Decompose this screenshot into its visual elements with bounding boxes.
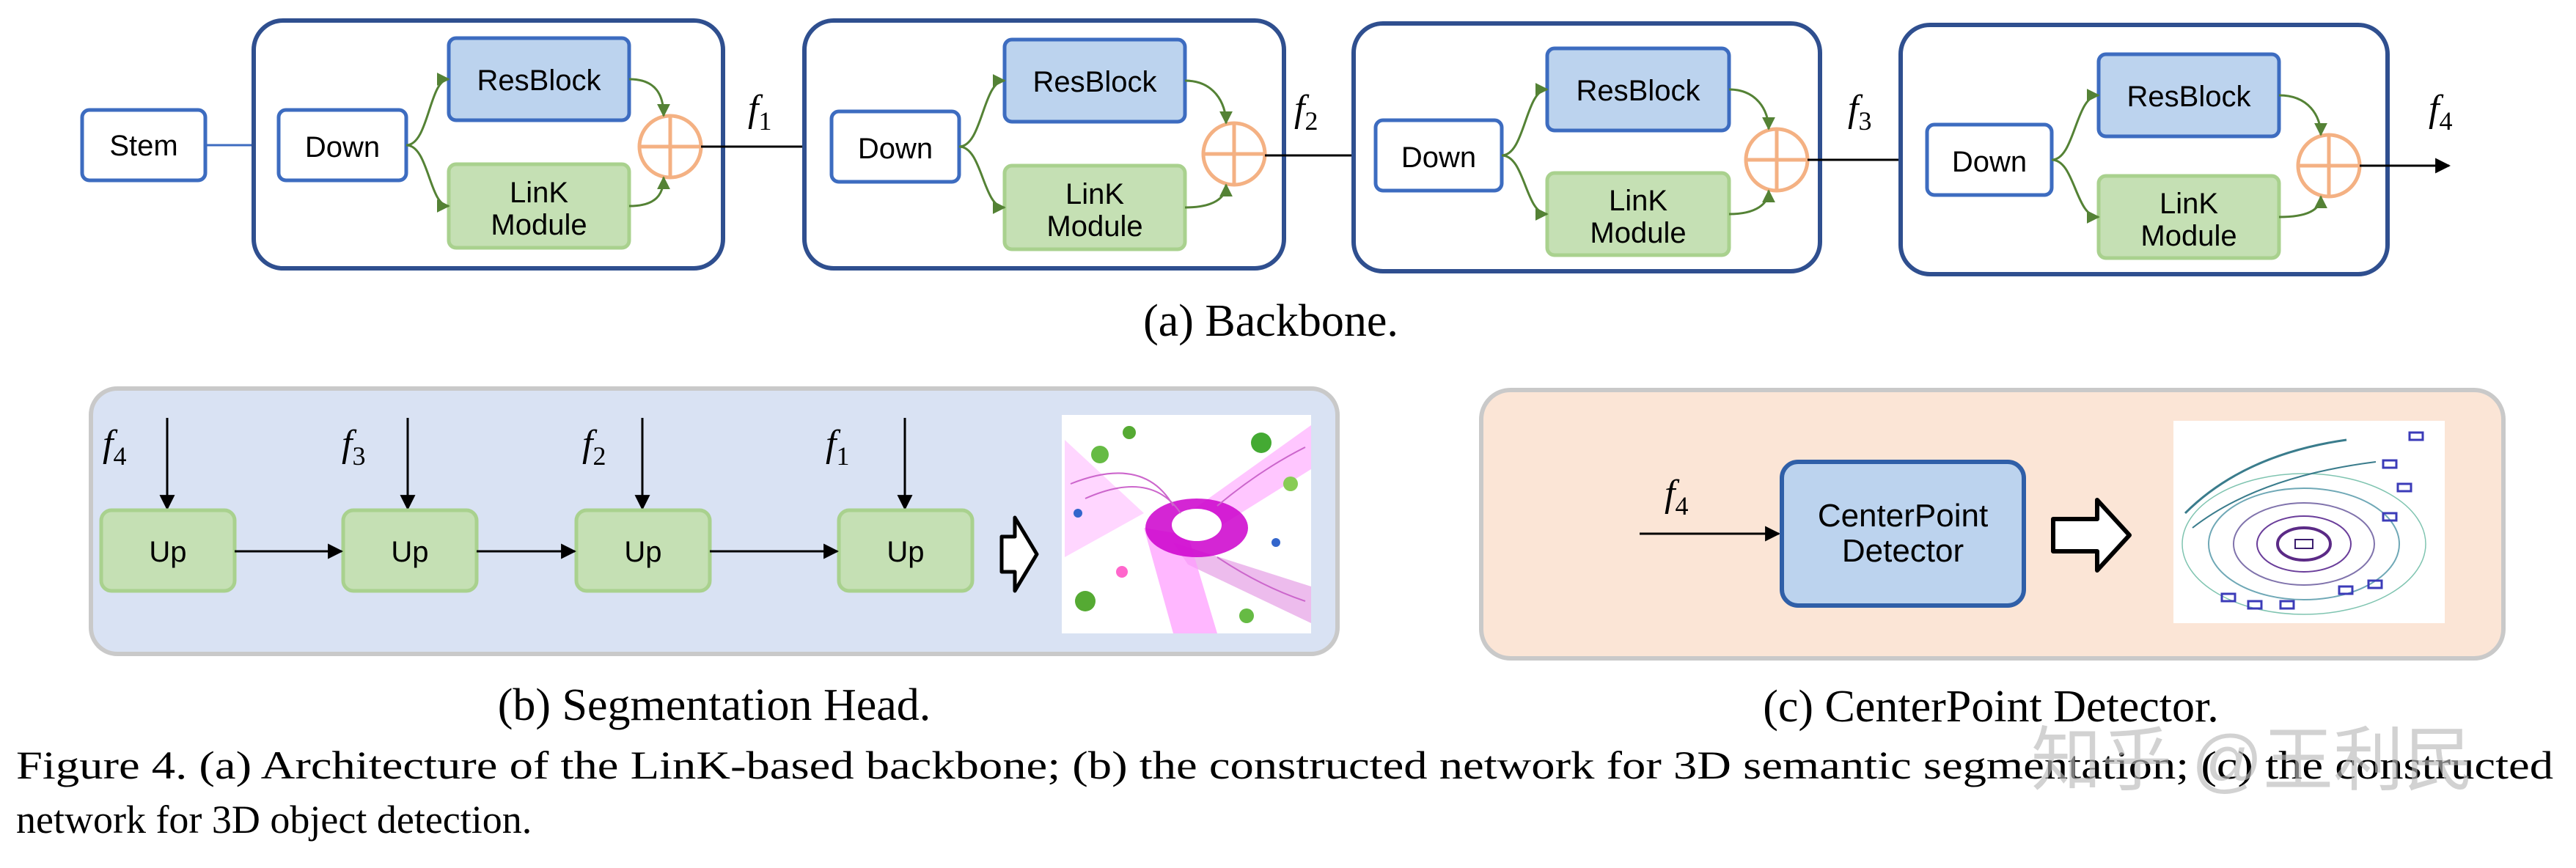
figure-caption-line1: Figure 4. (a) Architecture of the LinK-b… [16,743,2553,787]
up-label: Up [887,536,924,568]
stem-label: Stem [109,130,177,162]
watermark: 知乎 @王利民 [2031,721,2474,800]
backbone-stage-2: Down ResBlock LinK Module [802,18,1286,271]
feature-label-f3: f3 [1848,88,1871,136]
detector-caption: (c) CenterPoint Detector. [1763,682,2219,732]
link-label-line1: LinK [510,177,568,209]
centerpoint-detector-box [1780,460,2026,608]
segmentation-head: f4 f3 f2 f1 Up Up Up Up [89,386,1340,730]
feature-label-f2: f2 [1294,88,1318,136]
segmentation-result-image [1062,415,1311,633]
down-label: Down [1401,141,1476,174]
up-label: Up [391,536,428,568]
link-label-line1: LinK [2159,188,2218,220]
detector-label-line1: CenterPoint [1818,498,1988,534]
up-label: Up [624,536,661,568]
down-label: Down [1952,146,2027,178]
output-arrow-icon [2051,498,2132,573]
link-label-line2: Module [2140,220,2236,252]
down-label: Down [858,133,933,165]
link-label-line1: LinK [1609,185,1667,217]
figure-caption-line2: network for 3D object detection. [16,798,532,842]
detector-label-line2: Detector [1842,533,1964,569]
backbone-stage-4: Down ResBlock LinK Module [1898,23,2390,276]
resblock-label: ResBlock [477,65,602,97]
link-label-line2: Module [491,209,587,241]
down-label: Down [305,131,380,163]
up-label: Up [149,536,186,568]
output-arrow-icon [999,515,1039,593]
backbone-stage-1: Down ResBlock LinK Module [252,18,725,271]
detection-result-image [2173,421,2445,623]
feature-label-f4: f4 [2429,88,2452,136]
link-label-line2: Module [1590,217,1686,249]
segmentation-caption: (b) Segmentation Head. [498,680,931,730]
resblock-label: ResBlock [1577,75,1701,107]
resblock-label: ResBlock [2127,81,2252,113]
feature-label-f1: f1 [748,88,771,136]
link-label-line1: LinK [1065,178,1124,210]
resblock-label: ResBlock [1033,66,1158,98]
link-label-line2: Module [1046,210,1142,243]
backbone-stage-3: Down ResBlock LinK Module [1351,21,1822,273]
centerpoint-detector: f4 CenterPoint Detector (c) [1479,388,2506,732]
backbone-caption: (a) Backbone. [1143,296,1398,346]
backbone: Stem Down ResBlock LinK Module f1 Down [80,18,2452,346]
